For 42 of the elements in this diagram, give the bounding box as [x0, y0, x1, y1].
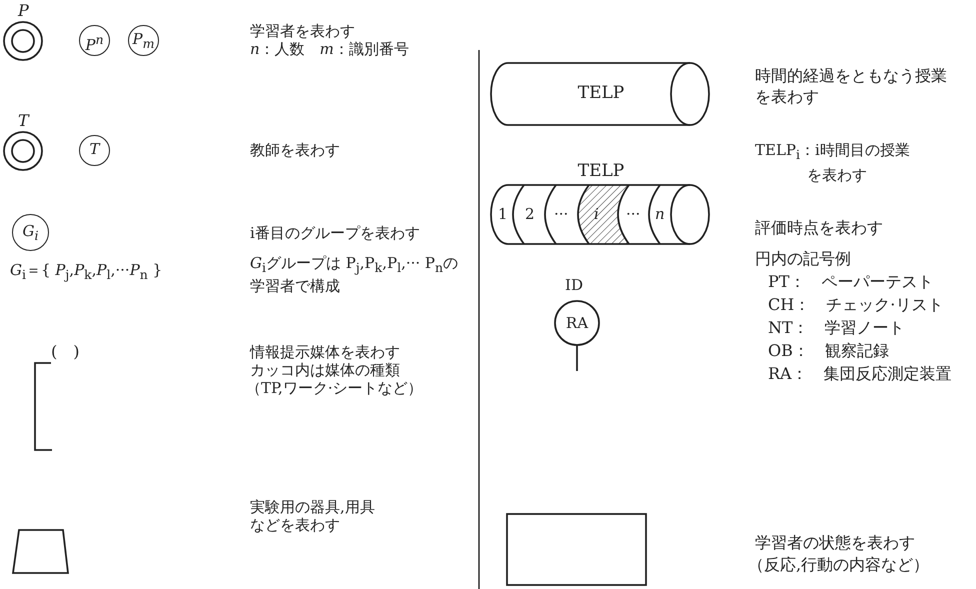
- description-text: i番目のグループを表わす: [250, 224, 420, 242]
- description-text: 学習者を表わす: [250, 22, 355, 40]
- segment-label: n: [655, 205, 665, 223]
- symbol-label: ID: [564, 276, 584, 294]
- symbol-label: P$^{n}$: [84, 31, 105, 56]
- code-list-item: PT： ペーパーテスト: [768, 273, 934, 291]
- segment-label: ···: [626, 205, 640, 223]
- description-text: G$_{i}$グループは P$_{j}$,P$_{k}$,P$_{l}$,··· P$_{n}$の学習者で構成: [250, 254, 460, 295]
- description-text: TELP$_{i}$：i時間目の授業を表わす: [755, 140, 911, 186]
- description-text: 学習者の状態を表わす: [755, 534, 915, 552]
- segment-label: 1: [498, 205, 508, 223]
- bracket-label: ( ): [51, 343, 80, 361]
- symbol-label: RA: [564, 314, 590, 332]
- symbol-label: T: [88, 139, 102, 160]
- circle-symbol: [12, 214, 49, 251]
- description-text: （TP,ワーク·シートなど）: [246, 379, 423, 397]
- description-text: カッコ内は媒体の種類: [250, 361, 400, 379]
- description-text: 実験用の器具,用具などを表わす: [250, 498, 376, 534]
- double-circle-symbol: [2, 4, 44, 62]
- cylinder-label: TELP: [576, 162, 626, 180]
- code-list-item: OB： 観察記録: [768, 342, 889, 360]
- circle-symbol: [79, 135, 110, 166]
- list-heading: 円内の記号例: [755, 250, 851, 268]
- symbol-label: G$_{i}$: [22, 221, 40, 245]
- description-text: n：人数 m：識別番号: [250, 40, 409, 58]
- description-text: （反応,行動の内容など）: [748, 556, 930, 574]
- code-list-item: CH： チェック·リスト: [768, 296, 944, 314]
- segment-label: 2: [525, 205, 535, 223]
- description-text: 評価時点を表わす: [755, 219, 883, 237]
- code-list-item: NT： 学習ノート: [768, 319, 905, 337]
- description-text: 情報提示媒体を表わす: [250, 343, 400, 361]
- evaluation-point-symbol: [552, 276, 602, 372]
- double-circle-symbol: [2, 114, 44, 172]
- circle-symbol: [79, 25, 110, 56]
- symbol-label: P: [18, 2, 29, 20]
- set-formula: G$_{i}$＝{ P$_{j}$,P$_{k}$,P$_{l}$,···P$_{n}$ }: [10, 261, 162, 284]
- symbol-label: T: [18, 112, 29, 130]
- segment-label: ···: [554, 205, 568, 223]
- description-text: 教師を表わす: [250, 141, 340, 159]
- description-text: 時間的経過をともなう授業を表わす: [755, 65, 948, 107]
- code-list-item: RA： 集団反応測定装置: [768, 365, 952, 383]
- symbol-label: P$_{m}$: [131, 29, 156, 53]
